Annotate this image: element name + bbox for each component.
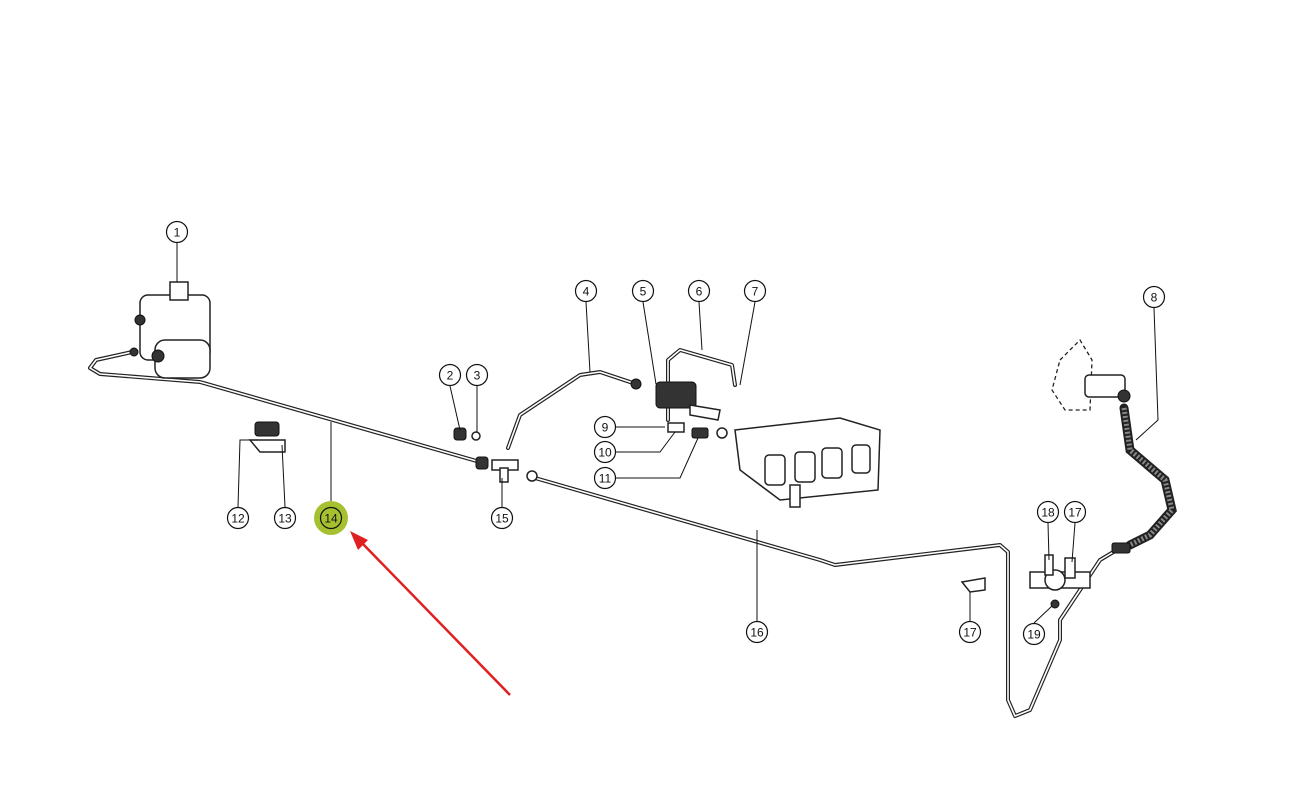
callout-label: 9: [602, 421, 609, 435]
callout-label: 2: [447, 369, 454, 383]
callout-9: 9: [593, 415, 617, 439]
callout-13: 13: [273, 506, 297, 530]
callout-label: 11: [599, 472, 612, 486]
callout-label: 13: [278, 512, 292, 526]
clip-17: [960, 577, 986, 593]
callout-label: 18: [1041, 506, 1055, 520]
hose-8: [1119, 403, 1177, 550]
ring-3: [471, 431, 481, 441]
callout-15: 15: [490, 506, 514, 530]
callout-4: 4: [574, 279, 598, 303]
callout-label: 10: [598, 446, 612, 460]
callout-label: 17: [963, 626, 977, 640]
red-arrow-icon: [350, 531, 511, 696]
callout-circle: [958, 620, 982, 644]
callout-circle: [1063, 500, 1087, 524]
callout-circle: [745, 620, 769, 644]
callout-3: 3: [465, 363, 489, 387]
callout-circle: [631, 279, 655, 303]
callout-label: 8: [1151, 291, 1158, 305]
callout-label: 6: [696, 285, 703, 299]
cylinder-flange: [1051, 338, 1131, 411]
pipe-14: [88, 350, 482, 464]
callout-12: 12: [226, 506, 250, 530]
callout-circle: [465, 363, 489, 387]
highlight-marker: [314, 501, 348, 535]
callout-circle: [743, 279, 767, 303]
callout-19: 19: [1022, 622, 1046, 646]
callout-label: 19: [1027, 628, 1041, 642]
callout-2: 2: [438, 363, 462, 387]
tee-15: [475, 456, 538, 483]
callout-label: 12: [231, 512, 245, 526]
callout-circle: [319, 506, 343, 530]
callout-label: 15: [495, 512, 509, 526]
callout-label: 5: [640, 285, 647, 299]
callout-circle: [438, 363, 462, 387]
pipe-6: [666, 348, 737, 422]
callout-circle: [1142, 285, 1166, 309]
callout-label: 14: [324, 512, 338, 526]
callout-circle: [273, 506, 297, 530]
callout-circle: [593, 415, 617, 439]
callout-7: 7: [743, 279, 767, 303]
callout-11: 11: [593, 466, 617, 490]
callout-1: 1: [165, 220, 189, 244]
callout-label: 4: [583, 285, 590, 299]
callout-circle: [165, 220, 189, 244]
callout-label: 7: [752, 285, 759, 299]
callout-10: 10: [593, 440, 617, 464]
callout-14: 14: [314, 501, 348, 535]
callout-circle: [1036, 500, 1060, 524]
clip-12-13: [248, 421, 286, 453]
callout-18: 18: [1036, 500, 1060, 524]
leader-lines: [176, 243, 1159, 624]
callout-6: 6: [687, 279, 711, 303]
callout-5: 5: [631, 279, 655, 303]
bracket-18-19: [1029, 542, 1131, 609]
callout-circle: [574, 279, 598, 303]
callout-circle: [1022, 622, 1046, 646]
callout-17: 17: [1063, 500, 1087, 524]
callout-17: 17: [958, 620, 982, 644]
callout-circle: [593, 440, 617, 464]
callout-16: 16: [745, 620, 769, 644]
pipe-4: [506, 370, 638, 450]
fittings-9-10-11: [667, 422, 728, 439]
callout-label: 3: [474, 369, 481, 383]
callout-label: 1: [174, 226, 181, 240]
callout-circle: [226, 506, 250, 530]
callout-8: 8: [1142, 285, 1166, 309]
pump-1: [129, 281, 211, 379]
callout-circle: [687, 279, 711, 303]
callout-circle: [593, 466, 617, 490]
pipe-16: [533, 476, 1122, 718]
callout-circle: [490, 506, 514, 530]
callout-label: 16: [750, 626, 764, 640]
control-valve-block: [734, 417, 881, 508]
callout-label: 17: [1068, 506, 1082, 520]
valve-5: [630, 378, 721, 421]
